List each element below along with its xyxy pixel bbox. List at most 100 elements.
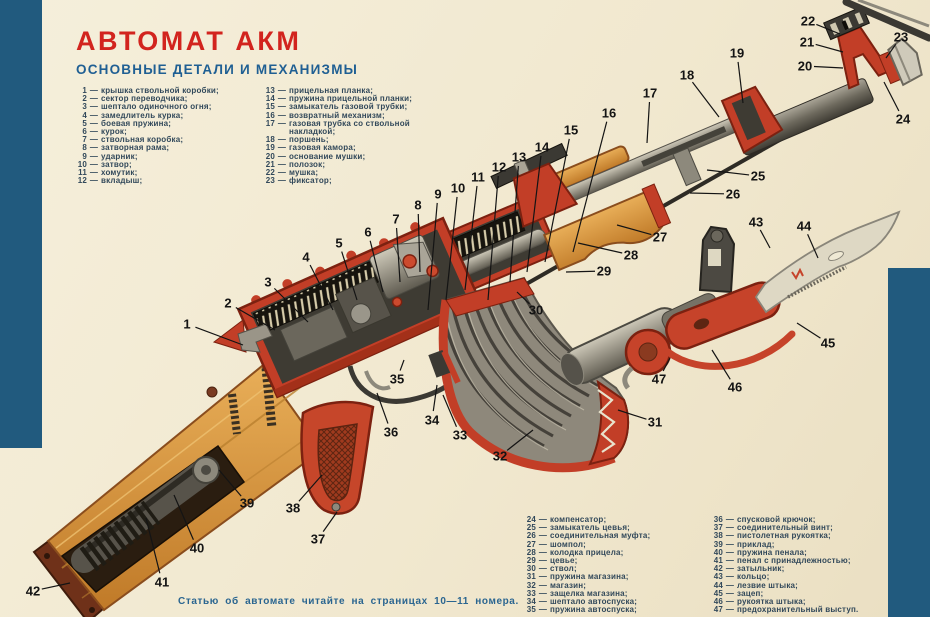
part-number: 33: [526, 588, 536, 598]
callout-number: 21: [800, 35, 814, 50]
callout-line: [565, 270, 596, 273]
callout-number: 16: [602, 106, 616, 121]
callout-line: [506, 429, 534, 451]
part-number: 19: [265, 143, 275, 153]
list-dash: —: [725, 564, 735, 574]
part-label: замыкатель газовой трубки;: [289, 102, 408, 112]
callout-line: [273, 287, 309, 323]
part-number: 47: [713, 605, 723, 615]
list-dash: —: [725, 572, 735, 582]
part-number: 41: [713, 556, 723, 566]
parts-list-item: 7—ствольная коробка;: [72, 136, 262, 144]
part-number: 16: [265, 110, 275, 120]
callout-number: 28: [624, 248, 638, 263]
part-label: пистолетная рукоятка;: [737, 531, 831, 541]
magazine-latch: [428, 349, 451, 378]
magazine-end-cap: [588, 379, 630, 466]
callout-number: 3: [264, 275, 271, 290]
part-label: полозок;: [289, 159, 326, 169]
parts-list-1-12: 1—крышка ствольной коробки;2—сектор пере…: [72, 86, 262, 186]
part-label: газовая камора;: [289, 143, 356, 153]
part-number: 45: [713, 588, 723, 598]
part-label: вкладыш;: [101, 176, 143, 186]
list-dash: —: [89, 86, 99, 95]
callout-line: [298, 474, 323, 502]
list-dash: —: [277, 143, 287, 153]
part-label: основание мушки;: [289, 151, 366, 161]
callout-number: 15: [564, 123, 578, 138]
part-number: 5: [82, 118, 87, 128]
parts-list-item: 35—пружина автоспуска;: [521, 606, 707, 614]
part-number: 8: [82, 143, 87, 153]
list-dash: —: [725, 539, 735, 549]
part-number: 3: [82, 102, 87, 112]
callout-line: [417, 213, 421, 273]
parts-list-item: 13—прицельная планка;: [260, 86, 452, 95]
part-number: 31: [526, 572, 536, 582]
parts-list-item: 6—курок;: [72, 127, 262, 137]
callout-line: [691, 81, 720, 118]
list-dash: —: [89, 118, 99, 128]
callout-number: 6: [364, 225, 371, 240]
callout-number: 33: [453, 428, 467, 443]
part-number: 28: [526, 547, 536, 557]
callout-number: 46: [728, 380, 742, 395]
callout-number: 30: [529, 303, 543, 318]
part-label: пружина прицельной планки;: [289, 94, 413, 104]
part-label: защелка магазина;: [550, 588, 628, 598]
part-label: компенсатор;: [550, 515, 607, 524]
part-label: ударник;: [101, 151, 138, 161]
part-label: ствол;: [550, 564, 577, 574]
list-dash: —: [725, 515, 735, 524]
list-dash: —: [538, 556, 548, 566]
part-label: колодка прицела;: [550, 547, 624, 557]
part-number: 38: [713, 531, 723, 541]
part-label: пружина магазина;: [550, 572, 629, 582]
callout-number: 31: [648, 415, 662, 430]
callout-number: 32: [493, 449, 507, 464]
callout-number: 19: [730, 46, 744, 61]
list-dash: —: [277, 118, 287, 128]
callout-number: 2: [224, 296, 231, 311]
parts-list-item: 9—ударник;: [72, 151, 262, 161]
parts-list-item: 45—зацеп;: [708, 588, 908, 598]
list-dash: —: [89, 135, 99, 145]
part-label: кольцо;: [737, 572, 770, 582]
part-number: 10: [77, 159, 87, 169]
callout-line: [706, 169, 750, 176]
magazine: [428, 276, 630, 473]
parts-list-item: 41—пенал с принадлежностью;: [708, 556, 908, 566]
callout-line: [445, 196, 458, 301]
callout-line: [395, 227, 401, 283]
callout-line: [322, 511, 338, 532]
callout-line: [577, 242, 623, 254]
callout-line: [796, 322, 821, 339]
list-dash: —: [725, 531, 735, 541]
callout-number: 44: [797, 219, 812, 234]
part-label: лезвие штыка;: [737, 580, 799, 590]
callout-line: [516, 291, 530, 305]
callout-number: 24: [896, 112, 911, 127]
parts-list-item: 44—лезвие штыка;: [708, 580, 908, 590]
part-number: 2: [82, 94, 87, 104]
callout-number: 47: [652, 372, 666, 387]
parts-list-item: 2—сектор переводчика;: [72, 94, 262, 104]
parts-list-item: 18—поршень;: [260, 136, 452, 144]
callout-line: [509, 165, 519, 283]
parts-list-item: 11—хомутик;: [72, 168, 262, 177]
callout-number: 41: [155, 575, 169, 590]
callout-line: [369, 240, 384, 293]
callout-number: 45: [821, 336, 835, 351]
callout-number: 9: [434, 187, 441, 202]
callout-line: [145, 517, 161, 574]
receiver: [212, 216, 484, 399]
callout-line: [737, 61, 744, 104]
parts-list-item: 1—крышка ствольной коробки;: [72, 86, 262, 95]
part-label: ствольная коробка;: [101, 135, 184, 145]
callout-number: 12: [492, 160, 506, 175]
callout-number: 43: [749, 215, 763, 230]
list-dash: —: [89, 127, 99, 137]
callout-number: 34: [425, 413, 440, 428]
parts-list-item: 47—предохранительный выступ.: [708, 606, 908, 614]
hammer: [350, 303, 372, 325]
